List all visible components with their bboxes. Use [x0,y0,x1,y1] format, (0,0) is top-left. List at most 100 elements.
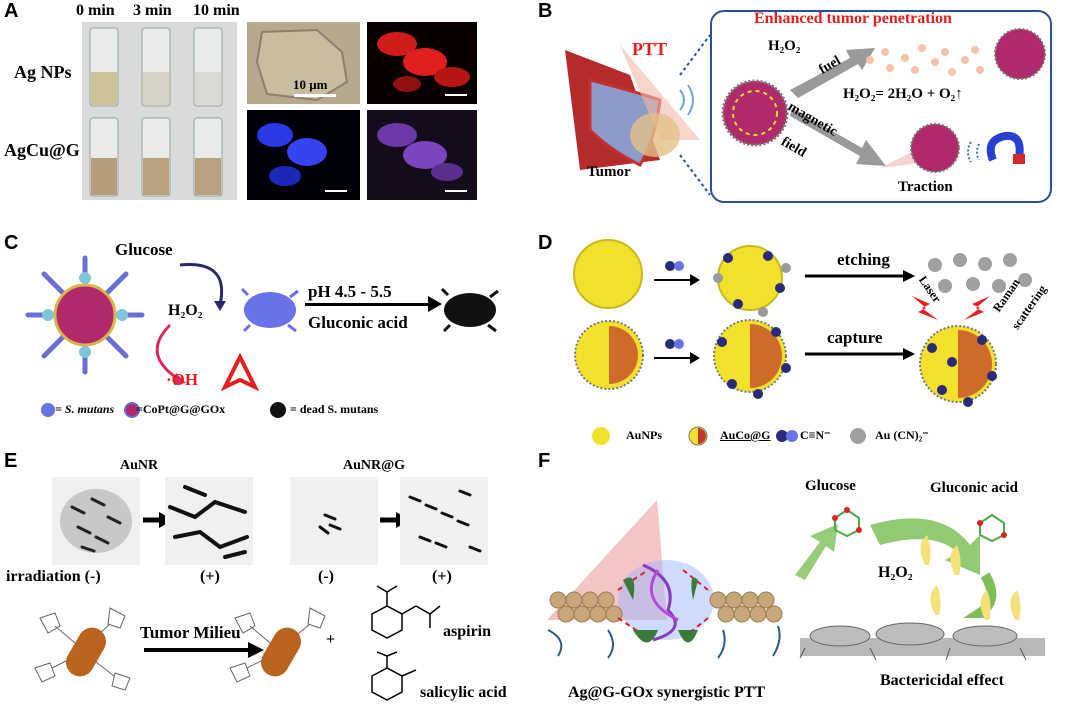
row-label-ag: Ag NPs [14,62,72,82]
bactericidal-label: Bactericidal effect [880,672,1004,689]
blue-signal [257,123,347,192]
magnet-icon [967,131,1025,164]
capture-label: capture [827,328,883,347]
scale-bar-label: 10 μm [293,77,328,92]
glucose-molecule [832,507,862,538]
aunp-large [573,239,643,309]
legend-cn: C≡N⁻ [800,428,831,442]
cycle-arrows [155,263,226,385]
aunr-label: AuNR [120,458,159,473]
legend-aucn2: Au (CN)₂⁻ [875,428,929,442]
time-label-0: 0 min [76,2,115,19]
traction-label: Traction [898,179,953,195]
penetration-title: Enhanced tumor penetration [754,10,952,27]
salicylic-label: salicylic acid [420,684,507,701]
aunrg-chains [408,489,482,553]
traction-particle [880,123,960,173]
zoom-frame [710,10,1052,203]
legend-s-mutans: = S. mutans [55,402,115,416]
tumor-label: Tumor [587,164,631,180]
janus-particle [721,79,789,147]
arrow-e3 [144,642,264,658]
arrow-d2 [805,270,915,282]
fuel-arrow [790,48,875,98]
h2o2-fuel-label: H₂O₂ [768,38,801,54]
tem-aunr-after [165,477,253,565]
salicylic-structure [371,651,417,701]
laser-bolt-icon [912,296,938,320]
gluconic-label-c: Gluconic acid [308,313,408,332]
cogox-particle [25,255,145,375]
magnetic-arrow [790,108,886,166]
etching-label: etching [837,250,890,269]
irradiation-label: irradiation (-) [6,568,101,585]
legend-icons-d [592,426,866,446]
radical-flames [920,535,1021,620]
aspirin-structure [371,585,441,639]
c-arrowhead [428,296,442,312]
scatter-bolt-icon [964,296,990,320]
aunr-g-label: AuNR@G [343,458,406,473]
s-mutans-bacterium [240,287,299,333]
time-label-3: 3 min [133,2,172,19]
aunrg-sparse [318,513,342,535]
aspirin-nanorod-after [229,607,326,683]
dead-bacterium [440,287,499,333]
panel-b-label: B [538,0,553,22]
vial-images [89,27,223,197]
cn-pair-bottom [665,339,684,349]
legend-dead: = dead S. mutans [290,402,379,416]
ptt-label: PTT [632,39,668,59]
h2o2-label-f: H₂O₂ [878,564,913,581]
panel-c-label: C [4,232,19,254]
bacteria-surface [799,622,1045,661]
glucose-label-f: Glucose [805,478,856,494]
panel-e-label: E [4,450,18,472]
etched-aunp [713,245,791,317]
legend-copt: =CoPt@G@GOx [136,402,226,416]
merged-signal [377,123,467,192]
tumor-vessel-illustration [565,45,700,170]
plus-sign: + [326,631,336,648]
hydroxyl-label: ·OH [166,370,199,389]
decomposition-equation: H₂O₂= 2H₂O + O₂↑ [843,86,963,102]
gluconic-label-f: Gluconic acid [930,480,1018,496]
legend-auco: AuCo@G [720,428,771,442]
raman-particle [919,325,997,407]
time-label-10: 10 min [193,2,240,19]
ag-gox-structure [547,560,783,659]
arrow-d4 [805,348,915,360]
plus-label-1: (+) [200,568,220,585]
red-signal [377,32,470,96]
plus-label-2: (+) [432,568,452,585]
cn-pair-top [665,261,684,271]
ph-label: pH 4.5 - 5.5 [308,282,392,301]
c-arrow [305,303,430,306]
legend-aunps: AuNPs [626,428,663,442]
cell-outline [255,28,349,102]
au-cn-dots [928,253,1032,293]
aunr-cluster [60,489,132,553]
auco-g-particle [574,320,644,390]
panel-a-label: A [4,0,19,22]
arrow-d1 [654,274,700,286]
propelled-particle [994,28,1046,80]
glucose-label: Glucose [115,240,173,259]
tumor-milieu-label: Tumor Milieu [140,623,241,642]
aspirin-label: aspirin [443,623,492,640]
zoom-lines [679,34,711,196]
panel-f-label: F [538,450,551,472]
tem-aunrg-before [290,477,378,565]
row-label-agcu: AgCu@G [4,140,80,160]
gluconic-molecule [977,513,1007,543]
panel-d-label: D [538,232,553,254]
aspirin-nanorod-before [34,607,131,691]
scale-bar [294,94,336,97]
minus-label: (-) [318,568,334,585]
tem-aunrg-after [400,477,488,565]
legend-icons-c [41,402,286,418]
captured-particle [713,319,791,399]
green-arrow-up [795,524,838,580]
h2o2-label-c: H₂O₂ [168,302,203,319]
bubble-trail [866,44,984,76]
